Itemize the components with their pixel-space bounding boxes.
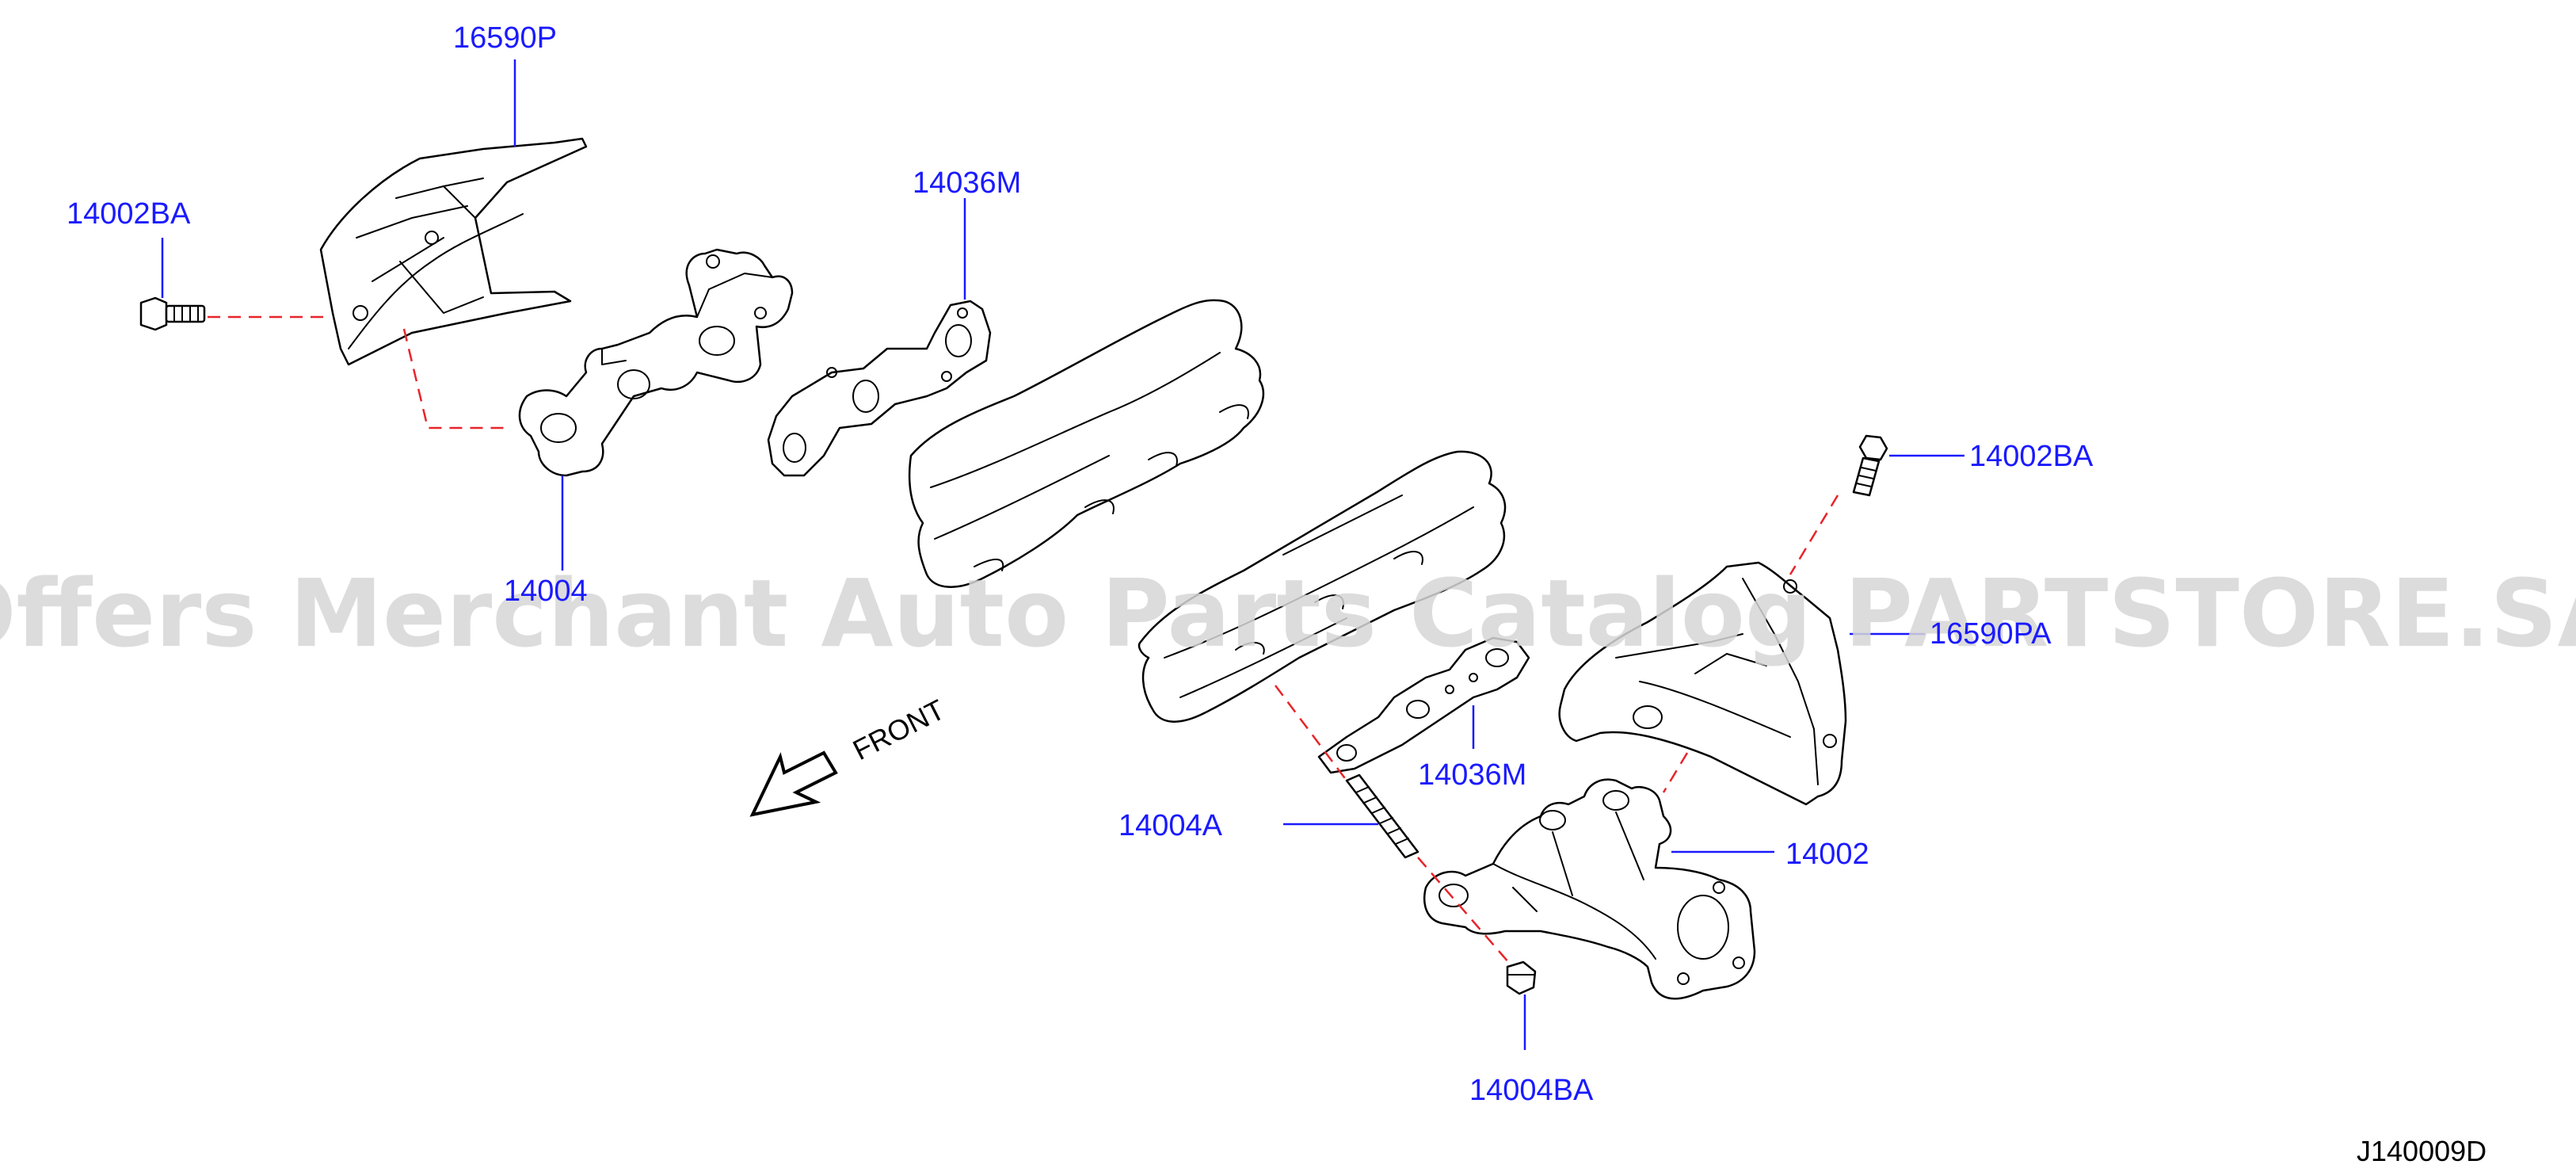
leader-lines bbox=[161, 59, 1964, 1050]
part-label-16590pa[interactable]: 16590PA bbox=[1930, 617, 2052, 651]
watermark: Offers Merchant Auto Parts Catalog PARTS… bbox=[0, 559, 2576, 668]
part-label-14004ba[interactable]: 14004BA bbox=[1469, 1074, 1594, 1107]
part-label-14004a[interactable]: 14004A bbox=[1118, 809, 1223, 842]
nut bbox=[1506, 960, 1537, 995]
part-labels: 16590P 14002BA 14036M 14004 14002BA 1659… bbox=[67, 21, 2094, 1107]
gasket-right bbox=[1317, 636, 1530, 774]
front-arrow: FRONT bbox=[749, 693, 950, 817]
part-label-16590p[interactable]: 16590P bbox=[453, 21, 557, 55]
part-label-14002ba-left[interactable]: 14002BA bbox=[67, 197, 191, 231]
part-label-14002[interactable]: 14002 bbox=[1785, 838, 1869, 871]
stud bbox=[1345, 773, 1419, 859]
assembly-lines bbox=[208, 315, 1839, 964]
front-arrow-icon bbox=[749, 750, 838, 817]
diagram-code: J140009D bbox=[2357, 1135, 2486, 1167]
heat-insulator-left bbox=[319, 137, 588, 366]
exhaust-manifold-right bbox=[1423, 778, 1756, 1000]
gasket-left bbox=[767, 300, 992, 477]
cylinder-head-left bbox=[908, 299, 1265, 588]
front-label: FRONT bbox=[848, 693, 950, 766]
part-label-14036m-left[interactable]: 14036M bbox=[913, 166, 1021, 200]
part-label-14004[interactable]: 14004 bbox=[504, 575, 588, 608]
bolt-right bbox=[1852, 434, 1888, 497]
exhaust-manifold-left bbox=[518, 248, 794, 477]
cylinder-head-right bbox=[1137, 450, 1507, 723]
part-label-14002ba-right[interactable]: 14002BA bbox=[1969, 440, 2094, 473]
part-label-14036m-right[interactable]: 14036M bbox=[1418, 758, 1526, 792]
bolt-left bbox=[139, 296, 206, 331]
heat-insulator-right bbox=[1558, 561, 1847, 806]
